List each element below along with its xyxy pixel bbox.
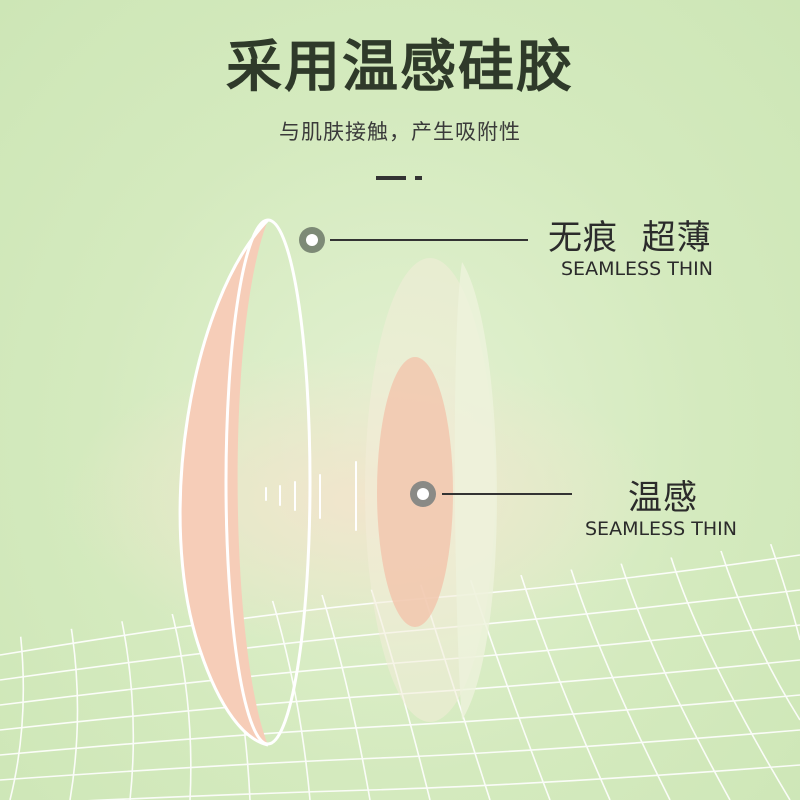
divider-dot bbox=[415, 176, 422, 180]
pad-front bbox=[178, 218, 312, 747]
divider-dash bbox=[376, 176, 406, 180]
callout-title-thermosensitive: 温感 bbox=[628, 478, 698, 518]
callout-subtitle-seamless-thin: SEAMLESS THIN bbox=[561, 258, 713, 280]
callout-subtitle-thermosensitive: SEAMLESS THIN bbox=[585, 518, 737, 540]
page-subtitle: 与肌肤接触，产生吸附性 bbox=[279, 120, 521, 144]
motion-lines bbox=[265, 461, 357, 531]
callout-marker-middle bbox=[410, 481, 572, 507]
callout-title-seamless-thin: 无痕 超薄 bbox=[548, 218, 712, 258]
callout-marker-top bbox=[299, 227, 528, 253]
page-title: 采用温感硅胶 bbox=[226, 35, 574, 100]
